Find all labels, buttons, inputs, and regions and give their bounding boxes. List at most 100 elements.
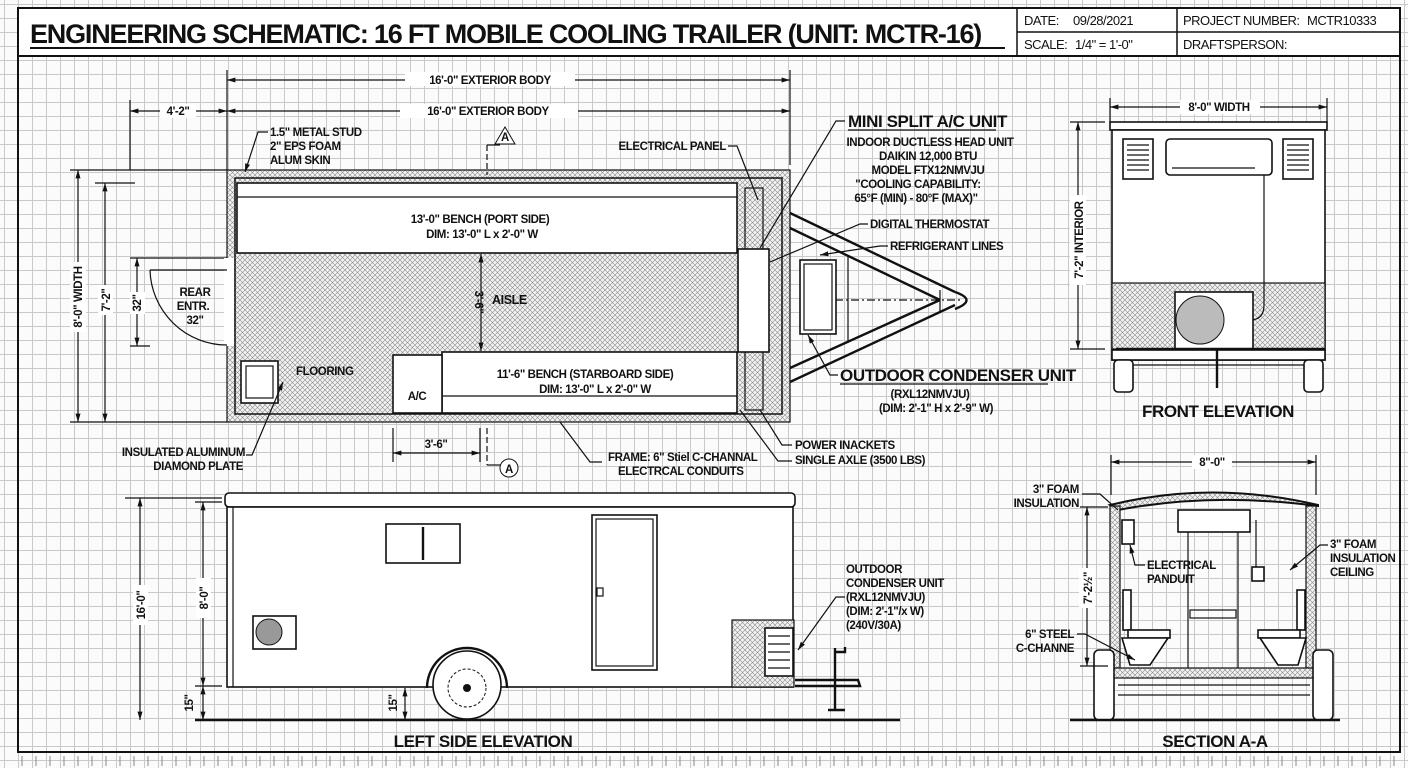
digital-thermostat-label: DIGITAL THERMOSTAT [870, 219, 989, 231]
side-dim-ground-1: 15" [184, 694, 196, 711]
port-bench-label: 13'-0" BENCH (PORT SIDE) [411, 214, 550, 226]
frame-label-2: ELECTRCAL CONDUITS [618, 466, 744, 478]
floor-plate-1: INSULATED ALUMINUM [122, 447, 245, 459]
refrigerant-lines-label: REFRIGERANT LINES [890, 241, 1004, 253]
aisle-label: AISLE [492, 293, 527, 307]
hitch-coupler [954, 290, 968, 311]
vent-right [1282, 138, 1314, 180]
wall-spec-2: 2" EPS FOAM [270, 141, 341, 153]
project-number-label: PROJECT NUMBER: [1183, 13, 1300, 28]
front-wheel-left [1113, 359, 1134, 393]
front-dim-width: 8'-0" WIDTH [1188, 102, 1249, 114]
outdoor-condenser-model: (RXL12NMVJU) [891, 389, 970, 401]
single-axle-label: SINGLE AXLE (3500 LBS) [795, 455, 926, 467]
steel-channel-1: 6" STEEL [1025, 629, 1074, 641]
section-ac-head [1177, 509, 1251, 533]
mini-split-detail-4: "COOLING CAPABILITY: [855, 179, 980, 191]
scale-label: SCALE: [1024, 37, 1067, 52]
dim-interior: 7'-2" [101, 289, 113, 312]
indoor-ac-head [1165, 138, 1273, 176]
section-aa: 8"-0" 7'-2½" 3" FOAM INSULATION EL [1014, 455, 1396, 751]
left-side-elevation: 16'-0" 8'-0" 15" 15" OUTDOOR CONDENSER U… [125, 492, 945, 751]
electrical-panel [737, 248, 770, 353]
mini-split-detail-1: INDOOR DUCTLESS HEAD UNIT [847, 137, 1014, 149]
floor-plate-2: DIAMOND PLATE [153, 461, 244, 473]
mini-split-title: MINI SPLIT A/C UNIT [848, 112, 1008, 131]
outdoor-condenser-title: OUTDOOR CONDENSER UNIT [840, 366, 1077, 385]
left-side-elevation-title: LEFT SIDE ELEVATION [394, 732, 573, 751]
flooring-label: FLOORING [296, 366, 354, 378]
section-wheel-left [1093, 649, 1115, 721]
port-bench [236, 182, 738, 254]
starboard-bench-dim: DIM: 13'-0" L x 2'-0" W [539, 384, 651, 396]
ac-box [392, 354, 443, 414]
side-condenser-note-4: (DIM: 2'-1"/x W) [846, 606, 924, 618]
side-condenser-note-5: (240V/30A) [846, 620, 901, 632]
dim-rear-offset: 4'-2" [167, 106, 190, 118]
electrical-panel-label: ELECTRICAL PANEL [618, 141, 726, 153]
electrical-panduit-1: ELECTRICAL [1147, 560, 1216, 572]
dim-door: 32" [132, 294, 144, 311]
electrical-panduit-2: PANDUIT [1147, 574, 1195, 586]
section-aa-title: SECTION A-A [1162, 732, 1268, 751]
rear-entry-label-1: REAR [180, 287, 212, 299]
side-dim-body: 8'-0" [199, 587, 211, 610]
project-number-value: MCTR10333 [1307, 13, 1376, 28]
foam-ceiling-2: INSULATION [1330, 553, 1396, 565]
wall-spec-3: ALUM SKIN [270, 155, 330, 167]
rear-entry-label-3: 32" [186, 315, 203, 327]
side-condenser-note-1: OUTDOOR [846, 564, 903, 576]
section-dim-width: 8"-0" [1199, 457, 1225, 469]
port-bench-dim: DIM: 13'-0" L x 2'-0" W [426, 229, 538, 241]
frame-label-1: FRAME: 6" Stiel C-CHANNAL [608, 452, 758, 464]
side-jack [828, 647, 847, 712]
foam-ceiling-3: CEILING [1330, 567, 1374, 579]
mini-split-detail-3: MODEL FTX12NMVJU [872, 165, 985, 177]
front-elevation-title: FRONT ELEVATION [1142, 402, 1294, 421]
wheel-fender [425, 646, 509, 689]
section-wheel-right [1312, 649, 1334, 721]
plan-view: 16'-0" EXTERIOR BODY 16'-0" EXTERIOR BOD… [70, 70, 1077, 478]
section-marker-top: A [501, 132, 509, 144]
rear-entry-label-2: ENTR. [177, 301, 210, 313]
starboard-bench [441, 351, 738, 414]
drawing-title: ENGINEERING SCHEMATIC: 16 FT MOBILE COOL… [30, 19, 981, 49]
section-marker-bottom: A [505, 464, 513, 476]
floor-drain [240, 360, 279, 404]
outdoor-condenser-plan [799, 259, 837, 335]
side-dim-overall: 16'-0" [136, 591, 148, 620]
date-label: DATE: [1024, 13, 1059, 28]
rear-door-swing [149, 269, 228, 346]
dim-exterior-body-2: 16'-0" EXTERIOR BODY [427, 106, 549, 118]
dim-ac-offset: 3'-6" [425, 439, 448, 451]
ac-box-label: A/C [408, 391, 427, 403]
side-body [226, 506, 794, 688]
mini-split-detail-5: 65°F (MIN) - 80°F (MAX)" [854, 193, 977, 205]
bottom-ruler [21, 756, 1395, 766]
foam-insulation-1: 3" FOAM [1033, 484, 1079, 496]
side-condenser-note-3: (RXL12NMVJU) [846, 592, 925, 604]
section-floor [1109, 667, 1317, 679]
starboard-bench-label: 11'-6" BENCH (STARBOARD SIDE) [497, 369, 674, 381]
side-door [591, 514, 658, 671]
front-dim-interior: 7'-2" INTERIOR [1074, 200, 1086, 278]
foam-ceiling-1: 3" FOAM [1330, 539, 1376, 551]
steel-channel-2: C-CHANNE [1016, 643, 1075, 655]
draftsperson-label: DRAFTSPERSON: [1183, 37, 1287, 52]
outdoor-condenser-dim: (DIM: 2'-1" H x 2'-9" W) [879, 403, 994, 415]
front-wheel-right [1303, 359, 1324, 393]
foam-insulation-2: INSULATION [1014, 498, 1080, 510]
power-jacks-label: POWER INACKETS [795, 440, 896, 452]
scale-value: 1/4" = 1'-0" [1075, 37, 1133, 52]
title-block: ENGINEERING SCHEMATIC: 16 FT MOBILE COOL… [17, 7, 1401, 753]
section-electrical-panel [1121, 519, 1135, 545]
section-dim-height: 7'-2½" [1083, 572, 1095, 604]
vent-left [1122, 138, 1154, 180]
dim-width: 8'-0" WIDTH [73, 266, 85, 327]
side-condenser-note-2: CONDENSER UNIT [846, 578, 944, 590]
date-value: 09/28/2021 [1073, 13, 1133, 28]
dim-aisle: 3'-6" [472, 291, 484, 314]
side-dim-ground-2: 15" [388, 694, 400, 711]
front-elevation: 8'-0" WIDTH 7'-2" INTERIOR FRONT ELEVATI… [1070, 98, 1328, 421]
